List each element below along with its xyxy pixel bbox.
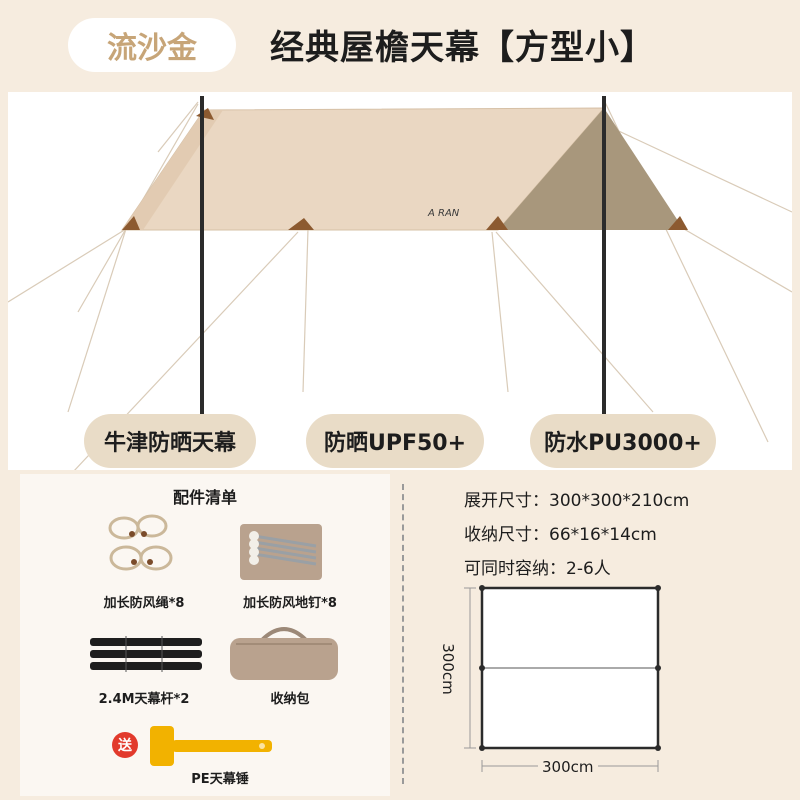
section-divider bbox=[402, 484, 404, 784]
brand-logo: A RAN bbox=[427, 208, 460, 219]
size-diagram bbox=[464, 585, 661, 772]
accessory-label-pole: 2.4M天幕杆*2 bbox=[98, 692, 190, 707]
spec-capacity: 可同时容纳：2-6人 bbox=[464, 554, 611, 579]
accessory-label-hammer: PE天幕锤 bbox=[191, 772, 249, 787]
page-title: 经典屋檐天幕【方型小】 bbox=[270, 28, 655, 68]
tent-side-flap bbox=[498, 108, 684, 230]
feature-pill-oxford: 牛津防晒天幕 bbox=[84, 414, 256, 468]
accessory-label-bag: 收纳包 bbox=[270, 692, 310, 707]
pole-icon bbox=[90, 636, 202, 672]
accessory-label-stake: 加长防风地钉*8 bbox=[243, 596, 337, 611]
spec-value: 300*300*210cm bbox=[549, 491, 690, 511]
spec-packed: 收纳尺寸：66*16*14cm bbox=[464, 520, 657, 545]
spec-unfolded: 展开尺寸：300*300*210cm bbox=[464, 486, 689, 511]
spec-value: 2-6人 bbox=[566, 559, 611, 579]
accessories-title: 配件清单 bbox=[172, 488, 237, 507]
feature-pill-waterproof: 防水PU3000+ bbox=[530, 414, 716, 468]
stake-bag-icon bbox=[240, 524, 322, 580]
feature-pill-upf: 防晒UPF50+ bbox=[306, 414, 484, 468]
accessory-label-rope: 加长防风绳*8 bbox=[103, 596, 185, 611]
spec-key: 展开尺寸： bbox=[464, 491, 549, 511]
accessories-panel: 配件清单 加长防风绳*8 加长防风地钉*8 bbox=[20, 474, 390, 796]
hammer-icon bbox=[150, 726, 272, 766]
height-dimension-label: 300cm bbox=[438, 641, 457, 697]
tent-illustration: A RAN bbox=[8, 96, 792, 470]
width-dimension-label: 300cm bbox=[538, 758, 598, 776]
spec-value: 66*16*14cm bbox=[549, 525, 657, 545]
spec-key: 可同时容纳： bbox=[464, 559, 566, 579]
tent-hero-image: A RAN bbox=[8, 92, 792, 470]
storage-bag-icon bbox=[230, 627, 338, 680]
color-name-badge: 流沙金 bbox=[68, 18, 236, 72]
gift-badge: 送 bbox=[112, 732, 138, 758]
rope-icon bbox=[108, 514, 173, 571]
spec-key: 收纳尺寸： bbox=[464, 525, 549, 545]
header: 流沙金 经典屋檐天幕【方型小】 bbox=[0, 0, 800, 92]
